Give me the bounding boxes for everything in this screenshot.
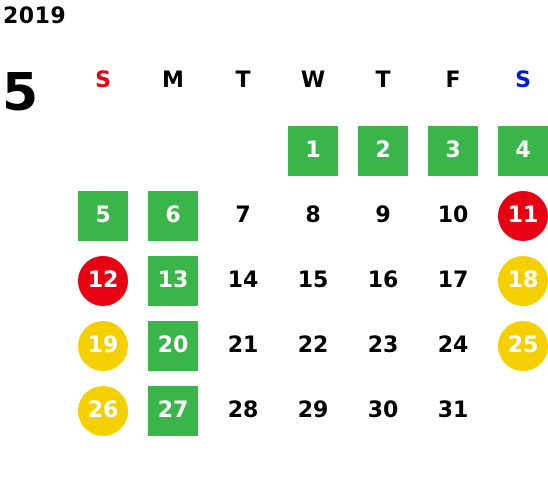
day-number: 25 — [498, 321, 548, 371]
weekday-friday: F — [445, 68, 461, 93]
day-number: 19 — [78, 321, 128, 371]
day-number: 3 — [428, 126, 478, 176]
day-cell: 12 — [68, 255, 138, 307]
day-cell — [68, 125, 138, 177]
day-cell: 26 — [68, 385, 138, 437]
day-cell — [488, 385, 548, 437]
day-cell: 14 — [208, 255, 278, 307]
day-cell: 15 — [278, 255, 348, 307]
day-cell: 2 — [348, 125, 418, 177]
day-number: 27 — [148, 386, 198, 436]
day-number: 29 — [297, 398, 329, 423]
day-cell: 29 — [278, 385, 348, 437]
day-cell: 9 — [348, 190, 418, 242]
day-cell: 19 — [68, 320, 138, 372]
day-cell: 27 — [138, 385, 208, 437]
day-cell: 30 — [348, 385, 418, 437]
day-cell: 1 — [278, 125, 348, 177]
day-cell: 18 — [488, 255, 548, 307]
day-number: 6 — [148, 191, 198, 241]
day-cell: 11 — [488, 190, 548, 242]
day-cell: 5 — [68, 190, 138, 242]
day-cell: 7 — [208, 190, 278, 242]
day-cell: 4 — [488, 125, 548, 177]
day-number: 9 — [375, 203, 391, 228]
week-row: 26 27 28 29 30 31 — [68, 385, 548, 437]
weekday-sunday: S — [95, 68, 111, 93]
day-number: 20 — [148, 321, 198, 371]
day-number: 16 — [367, 268, 399, 293]
day-number: 21 — [227, 333, 259, 358]
day-cell: 8 — [278, 190, 348, 242]
day-cell — [138, 125, 208, 177]
day-cell: 22 — [278, 320, 348, 372]
weekday-wednesday: W — [300, 68, 326, 93]
year-label: 2019 — [3, 4, 67, 29]
day-number: 4 — [498, 126, 548, 176]
day-number: 17 — [437, 268, 469, 293]
day-cell: 6 — [138, 190, 208, 242]
day-number: 15 — [297, 268, 329, 293]
day-number: 31 — [437, 398, 469, 423]
day-number: 26 — [78, 386, 128, 436]
day-number: 12 — [78, 256, 128, 306]
week-row: 19 20 21 22 23 24 25 — [68, 320, 548, 372]
day-cell: 16 — [348, 255, 418, 307]
weekday-thursday: T — [375, 68, 391, 93]
day-number: 2 — [358, 126, 408, 176]
weekday-monday: M — [162, 68, 184, 93]
week-row: 12 13 14 15 16 17 18 — [68, 255, 548, 307]
weekday-saturday: S — [515, 68, 531, 93]
day-cell: 3 — [418, 125, 488, 177]
day-cell — [208, 125, 278, 177]
day-number: 23 — [367, 333, 399, 358]
day-number: 5 — [78, 191, 128, 241]
day-number: 1 — [288, 126, 338, 176]
day-cell: 23 — [348, 320, 418, 372]
day-number: 8 — [305, 203, 321, 228]
day-cell: 13 — [138, 255, 208, 307]
weekday-header-row: S M T W T F S — [68, 64, 548, 98]
day-number: 30 — [367, 398, 399, 423]
day-number: 11 — [498, 191, 548, 241]
day-cell: 17 — [418, 255, 488, 307]
day-cell: 25 — [488, 320, 548, 372]
day-number: 24 — [437, 333, 469, 358]
day-number: 13 — [148, 256, 198, 306]
day-number: 18 — [498, 256, 548, 306]
day-cell: 31 — [418, 385, 488, 437]
day-cell: 24 — [418, 320, 488, 372]
day-cell: 21 — [208, 320, 278, 372]
day-cell: 20 — [138, 320, 208, 372]
day-number: 14 — [227, 268, 259, 293]
day-number: 7 — [235, 203, 251, 228]
day-cell: 28 — [208, 385, 278, 437]
day-cell: 10 — [418, 190, 488, 242]
weekday-tuesday: T — [235, 68, 251, 93]
day-number: 10 — [437, 203, 469, 228]
month-number: 5 — [2, 63, 39, 123]
day-number: 22 — [297, 333, 329, 358]
day-number: 28 — [227, 398, 259, 423]
